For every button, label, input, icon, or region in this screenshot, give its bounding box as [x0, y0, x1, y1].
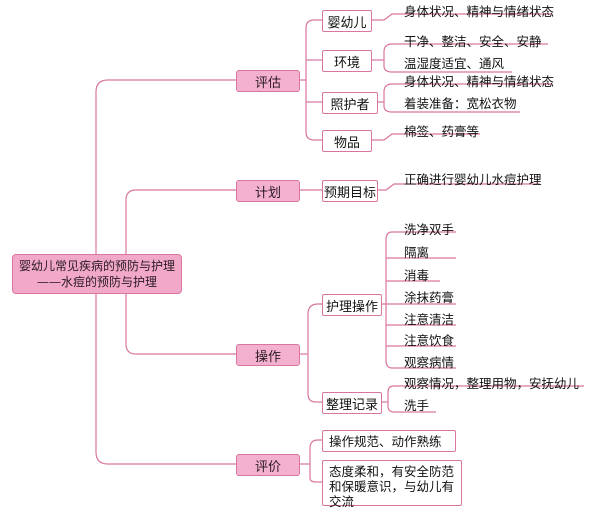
node-supplies: 物品	[322, 130, 372, 152]
leaf-diet: 注意饮食	[404, 333, 455, 348]
node-expected-goal: 预期目标	[322, 180, 378, 202]
root-title: 婴幼儿常见疾病的预防与护理	[18, 259, 175, 273]
leaf-record-wash: 洗手	[404, 398, 430, 413]
leaf-disinfect: 消毒	[404, 268, 430, 283]
node-assessment-skill: 操作规范、动作熟练	[322, 430, 456, 452]
node-operation: 操作	[236, 344, 300, 366]
node-evaluation: 评估	[236, 70, 300, 92]
node-plan: 计划	[236, 180, 300, 202]
leaf-ointment: 涂抹药膏	[404, 290, 455, 305]
leaf-caregiver-attire: 着装准备：宽松衣物	[404, 96, 517, 111]
leaf-observe: 观察病情	[404, 355, 455, 370]
leaf-supplies: 棉签、药膏等	[404, 124, 480, 139]
node-assessment-label: 评价	[254, 459, 281, 475]
node-infant: 婴幼儿	[322, 10, 372, 32]
node-record-label: 整理记录	[325, 397, 378, 413]
leaf-cleanliness: 注意清洁	[404, 312, 455, 327]
leaf-env-temp: 温湿度适宜、通风	[404, 56, 505, 71]
node-operation-label: 操作	[254, 349, 281, 365]
leaf-env-clean: 干净、整洁、安全、安静	[404, 34, 542, 49]
node-assessment-attitude: 态度柔和，有安全防范和保暖意识，与幼儿有交流	[322, 460, 462, 509]
leaf-record-observe: 观察情况，整理用物，安抚幼儿	[404, 376, 580, 391]
node-expected-goal-label: 预期目标	[323, 185, 376, 201]
node-record: 整理记录	[322, 392, 382, 414]
leaf-goal: 正确进行婴幼儿水痘护理	[404, 172, 542, 187]
node-assessment: 评价	[236, 454, 300, 476]
leaf-wash-hands: 洗净双手	[404, 222, 455, 237]
node-environment: 环境	[322, 50, 372, 72]
node-environment-label: 环境	[333, 55, 360, 71]
root-node: 婴幼儿常见疾病的预防与护理 ——水痘的预防与护理	[12, 254, 182, 294]
node-plan-label: 计划	[254, 185, 281, 201]
leaf-isolation: 隔离	[404, 245, 430, 260]
node-assessment-skill-label: 操作规范、动作熟练	[329, 434, 442, 449]
node-evaluation-label: 评估	[254, 75, 281, 91]
node-caregiver: 照护者	[322, 92, 378, 114]
node-assessment-attitude-label: 态度柔和，有安全防范和保暖意识，与幼儿有交流	[329, 464, 455, 509]
root-subtitle: ——水痘的预防与护理	[36, 275, 157, 289]
node-infant-label: 婴幼儿	[327, 15, 367, 31]
leaf-caregiver-condition: 身体状况、精神与情绪状态	[404, 74, 555, 89]
node-caregiver-label: 照护者	[330, 97, 370, 113]
node-care-operation: 护理操作	[322, 294, 382, 316]
node-care-operation-label: 护理操作	[325, 299, 378, 315]
node-supplies-label: 物品	[333, 135, 360, 151]
leaf-infant-condition: 身体状况、精神与情绪状态	[404, 4, 555, 19]
